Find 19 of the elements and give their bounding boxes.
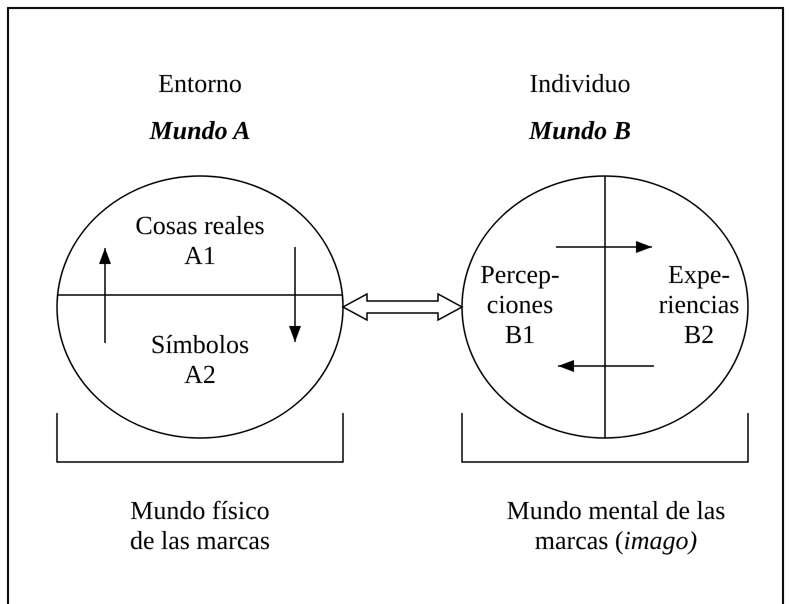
arrow — [556, 241, 652, 253]
heading: Mundo B — [528, 116, 632, 146]
node-label: A1 — [183, 241, 217, 271]
node-label: Expe- riencias — [658, 260, 740, 320]
node-label: A2 — [183, 360, 217, 390]
node-label: Cosas reales — [134, 211, 266, 241]
caption-text: Entorno — [157, 69, 243, 99]
heading: Mundo A — [148, 116, 252, 146]
node-label: Símbolos — [150, 330, 250, 360]
node-label: Percep- ciones — [479, 260, 561, 320]
caption-text: Mundo mental de las marcas (imago) — [506, 496, 726, 556]
arrow — [289, 247, 301, 342]
caption-text: Individuo — [528, 69, 632, 99]
double-arrow — [341, 292, 464, 322]
node-label: B2 — [682, 320, 716, 350]
arrow — [99, 248, 111, 343]
arrow — [558, 360, 654, 372]
caption-text: Mundo físico de las marcas — [128, 496, 272, 556]
node-label: B1 — [504, 320, 536, 350]
